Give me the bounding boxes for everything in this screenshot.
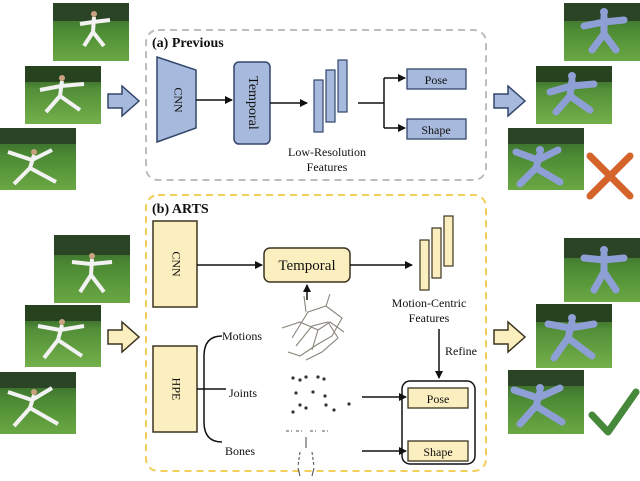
panel-arts-title: (b) ARTS: [152, 202, 209, 217]
cnn-block: [156, 55, 197, 144]
shape-box: [407, 440, 469, 462]
input-frame: [54, 235, 130, 303]
temporal-label: Temporal: [278, 258, 335, 274]
output-frame: [508, 128, 584, 190]
output-arrow-icon: [493, 320, 527, 354]
motion-centric-features: [419, 215, 454, 291]
joints-dots-icon: [291, 375, 351, 414]
input-frame: [0, 372, 76, 434]
motions-label: Motions: [222, 329, 262, 343]
shape-label: Shape: [423, 445, 452, 459]
shape-label: Shape: [421, 123, 450, 137]
panel-previous: (a) Previous CNN Temporal Low-Resolution…: [145, 29, 487, 181]
output-frame: [564, 238, 640, 302]
input-frames-bottom: [0, 235, 130, 434]
output-frame: [564, 3, 640, 61]
output-frame: [536, 66, 612, 124]
input-frame: [53, 3, 129, 61]
panel-arts: (b) ARTS CNN Temporal Motion-Centric Fea…: [145, 194, 487, 477]
pose-box: [406, 68, 467, 90]
panel-previous-border: [145, 29, 487, 181]
output-frames-bottom: [508, 238, 640, 434]
temporal-label: Temporal: [245, 76, 260, 130]
output-frames-top: [508, 3, 640, 190]
output-frame: [536, 304, 612, 368]
cnn-block: [152, 220, 198, 308]
bones-sketch-icon: [286, 430, 328, 477]
output-frame: [508, 370, 584, 434]
refine-label: Refine: [445, 344, 477, 358]
panel-arts-border: [145, 194, 487, 472]
shape-box: [406, 118, 467, 140]
branch-connector: [358, 78, 385, 128]
hpe-branch-brace: [197, 335, 226, 443]
cross-icon: [586, 152, 634, 200]
bones-label: Bones: [225, 444, 255, 458]
hpe-block: [152, 345, 198, 433]
cnn-label: CNN: [169, 251, 183, 277]
low-resolution-features: [313, 59, 348, 133]
input-arrow-icon: [107, 84, 141, 118]
motion-skeleton-icon: [281, 293, 345, 361]
input-frame: [0, 128, 76, 190]
panel-previous-title: (a) Previous: [152, 36, 224, 51]
input-frame: [25, 305, 101, 367]
cnn-label: CNN: [171, 87, 185, 113]
features-label-line1: Motion-Centric: [392, 296, 467, 310]
pose-label: Pose: [427, 392, 450, 406]
pose-label: Pose: [425, 73, 448, 87]
input-frames-top: [0, 3, 129, 190]
pose-box: [407, 387, 469, 409]
features-label-line2: Features: [409, 311, 450, 325]
checkmark-icon: [588, 388, 640, 436]
output-arrow-icon: [493, 84, 527, 118]
input-arrow-icon: [107, 320, 141, 354]
features-label-line2: Features: [307, 160, 348, 174]
joints-label: Joints: [229, 386, 257, 400]
features-label-line1: Low-Resolution: [288, 145, 366, 159]
input-frame: [25, 66, 101, 124]
output-group-box: [401, 380, 476, 465]
hpe-label: HPE: [169, 378, 183, 401]
